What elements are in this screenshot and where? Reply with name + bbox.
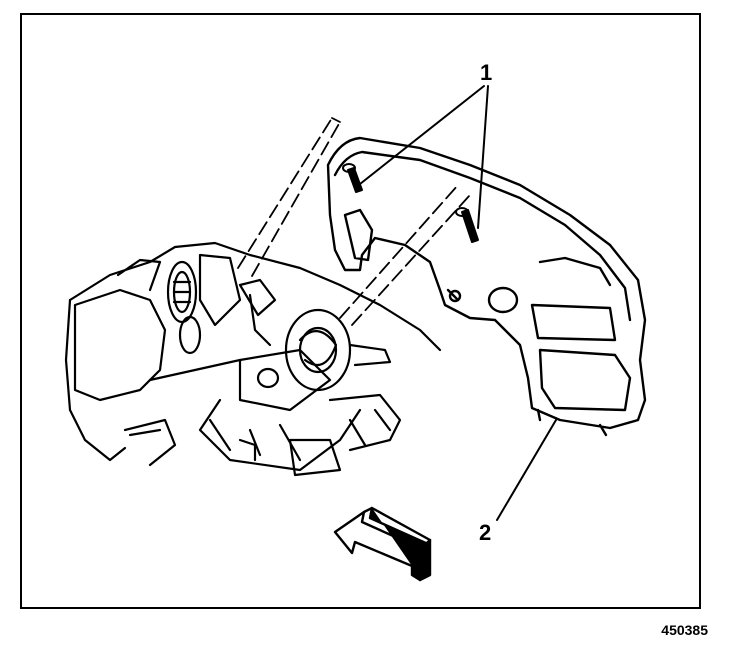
diagram-frame: [20, 13, 701, 609]
alignment-guides: [237, 117, 471, 326]
instrument-panel-body: [64, 241, 442, 477]
alignment-guides-solid: [331, 117, 341, 123]
upper-trim-panel: [326, 136, 647, 437]
callout-label-2: 2: [479, 520, 492, 545]
fastener-screws: [342, 163, 479, 243]
callout-1-leaders: [359, 85, 489, 229]
figure-number: 450385: [661, 622, 708, 638]
callout-2-leader: [496, 419, 557, 521]
callout-label-1: 1: [480, 60, 493, 85]
direction-arrow-icon: [333, 506, 432, 582]
